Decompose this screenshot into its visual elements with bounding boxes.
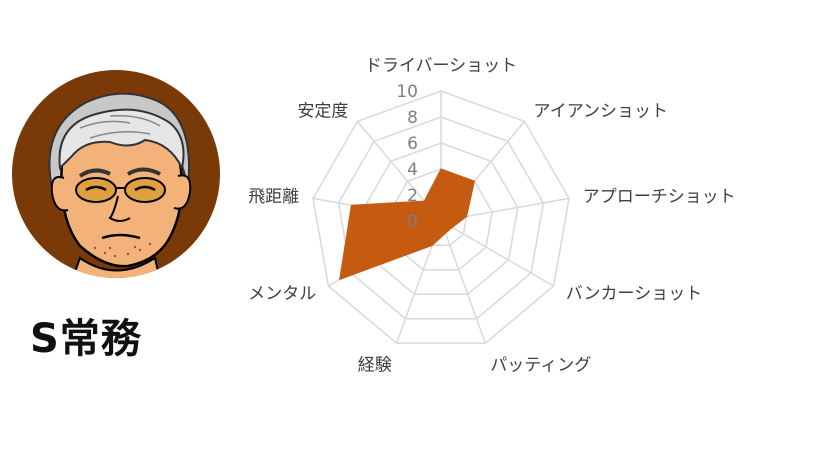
tick-label: 2 bbox=[407, 186, 418, 206]
axis-label: ドライバーショット bbox=[365, 56, 517, 76]
grid-ring bbox=[389, 168, 493, 271]
axis-label: バンカーショット bbox=[566, 284, 703, 304]
tick-label: 8 bbox=[407, 108, 418, 128]
portrait-figure bbox=[48, 92, 192, 278]
axis-label: 安定度 bbox=[297, 102, 348, 122]
grid-spoke bbox=[440, 220, 487, 344]
grid-spoke bbox=[440, 220, 554, 287]
axis-label: アイアンショット bbox=[534, 102, 668, 122]
tick-label: 0 bbox=[407, 212, 418, 232]
grid-ring bbox=[312, 90, 570, 344]
tick-label: 6 bbox=[407, 134, 418, 154]
series-area bbox=[339, 168, 476, 281]
tick-label: 4 bbox=[407, 160, 418, 180]
axis-label: 経験 bbox=[358, 355, 392, 375]
axis-label: アプローチショット bbox=[583, 187, 736, 207]
tick-label: 10 bbox=[396, 82, 418, 102]
radar-tick-labels: 0 2 4 6 8 10 bbox=[396, 82, 418, 232]
cartoon-man-portrait-icon bbox=[12, 70, 220, 278]
profile-name: S常務 bbox=[30, 316, 142, 362]
axis-label: メンタル bbox=[248, 284, 316, 304]
axis-label: 飛距離 bbox=[248, 187, 299, 207]
radar-series bbox=[339, 168, 476, 281]
radar-axis-labels: ドライバーショットアイアンショットアプローチショットバンカーショットパッティング… bbox=[248, 56, 736, 375]
axis-label: パッティング bbox=[490, 355, 591, 375]
grid-ring bbox=[363, 142, 519, 296]
avatar bbox=[10, 68, 222, 280]
grid-ring bbox=[337, 116, 545, 320]
